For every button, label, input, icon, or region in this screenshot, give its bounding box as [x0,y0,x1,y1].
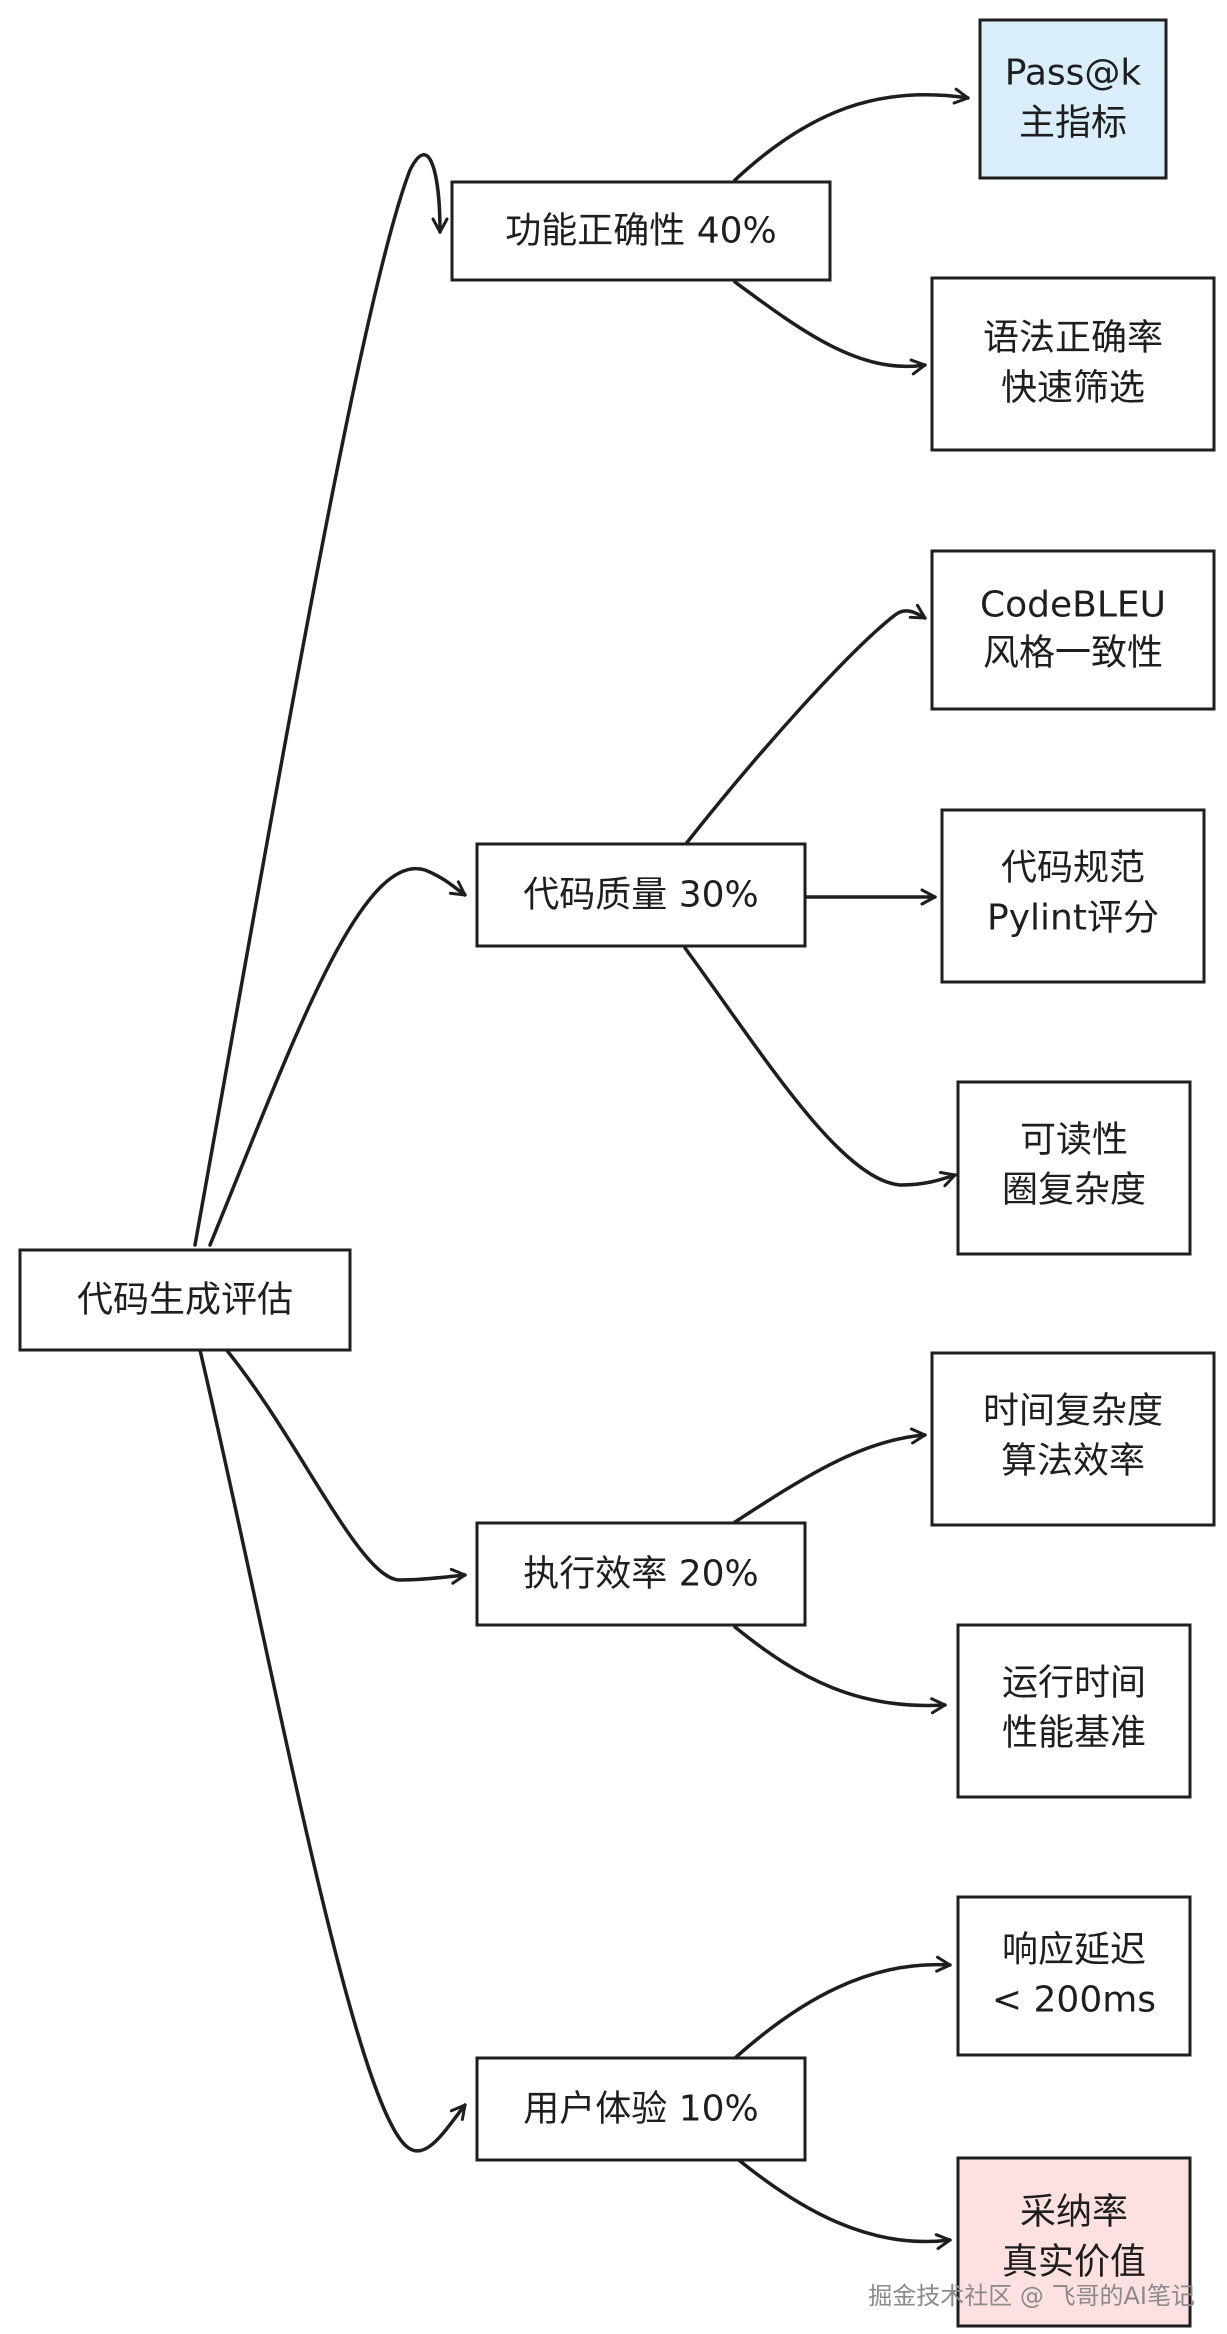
leaf-node-runtime: 运行时间 性能基准 [956,1623,1192,1799]
leaf-box [956,1080,1192,1256]
category-label: 代码质量 30% [523,875,758,916]
leaf-box [930,1351,1216,1527]
leaf-line-2: 主指标 [1019,103,1127,144]
leaf-node-syntax-correctness: 语法正确率 快速筛选 [930,276,1216,452]
edge-root-to-execution-efficiency [223,1346,467,1585]
leaf-line-2: 真实价值 [1002,2242,1146,2283]
edge-efficiency-to-time-complexity [733,1427,927,1524]
category-node-user-experience: 用户体验 10% [475,2056,807,2162]
leaf-line-1: 语法正确率 [983,318,1163,359]
leaf-node-readability: 可读性 圈复杂度 [956,1080,1192,1256]
edge-root-to-functional-correctness [193,153,449,1247]
category-label: 功能正确性 40% [505,211,776,252]
leaf-node-latency: 响应延迟 < 200ms [956,1895,1192,2057]
leaf-node-codebleu: CodeBLEU 风格一致性 [930,549,1216,711]
leaf-node-time-complexity: 时间复杂度 算法效率 [930,1351,1216,1527]
leaf-box [956,1895,1192,2057]
edge-quality-to-codebleu [683,603,927,847]
root-node: 代码生成评估 [18,1248,352,1352]
leaf-line-1: 响应延迟 [1002,1930,1146,1971]
category-label: 执行效率 20% [523,1554,758,1595]
root-node-label: 代码生成评估 [77,1280,293,1321]
edge-correctness-to-syntax [733,280,927,376]
leaf-line-2: 算法效率 [1001,1441,1145,1482]
edge-ux-to-latency [733,1955,952,2060]
leaf-box [940,808,1206,984]
leaf-box [956,1623,1192,1799]
leaf-line-2: Pylint评分 [987,898,1159,939]
leaf-line-1: Pass@k [1005,53,1142,94]
leaf-box [930,549,1216,711]
leaf-line-1: 代码规范 [1001,848,1145,889]
edge-quality-to-readability [683,946,957,1188]
category-box [475,1521,807,1627]
leaf-line-2: 快速筛选 [1001,368,1145,409]
edge-efficiency-to-runtime [733,1625,947,1715]
root-node-box [18,1248,352,1352]
leaf-line-1: 可读性 [1020,1120,1128,1161]
category-node-code-quality: 代码质量 30% [475,842,807,948]
category-node-functional-correctness: 功能正确性 40% [450,180,832,282]
leaf-line-2: 圈复杂度 [1002,1170,1146,1211]
edge-root-to-user-experience [198,1348,467,2153]
leaf-line-2: 性能基准 [1002,1713,1146,1754]
leaf-line-2: < 200ms [992,1980,1156,2021]
edge-correctness-to-passk [733,87,970,182]
category-node-execution-efficiency: 执行效率 20% [475,1521,807,1627]
category-label: 用户体验 10% [523,2089,758,2130]
watermark-text: 掘金技术社区 @ 飞哥的AI笔记 [868,2282,1195,2310]
leaf-box [978,18,1168,180]
leaf-line-1: 时间复杂度 [983,1391,1163,1432]
leaf-box [930,276,1216,452]
leaf-line-1: 采纳率 [1020,2192,1128,2233]
edge-root-to-code-quality [208,866,467,1247]
category-box [475,2056,807,2162]
leaf-box [956,2156,1192,2328]
leaf-line-1: CodeBLEU [980,585,1166,626]
leaf-line-1: 运行时间 [1002,1663,1146,1704]
category-box [450,180,832,282]
leaf-node-code-style: 代码规范 Pylint评分 [940,808,1206,984]
edge-ux-to-adoption [733,2155,952,2251]
leaf-node-adoption-rate: 采纳率 真实价值 [956,2156,1192,2328]
leaf-line-2: 风格一致性 [983,633,1163,674]
leaf-node-passk: Pass@k 主指标 [978,18,1168,180]
category-box [475,842,807,948]
